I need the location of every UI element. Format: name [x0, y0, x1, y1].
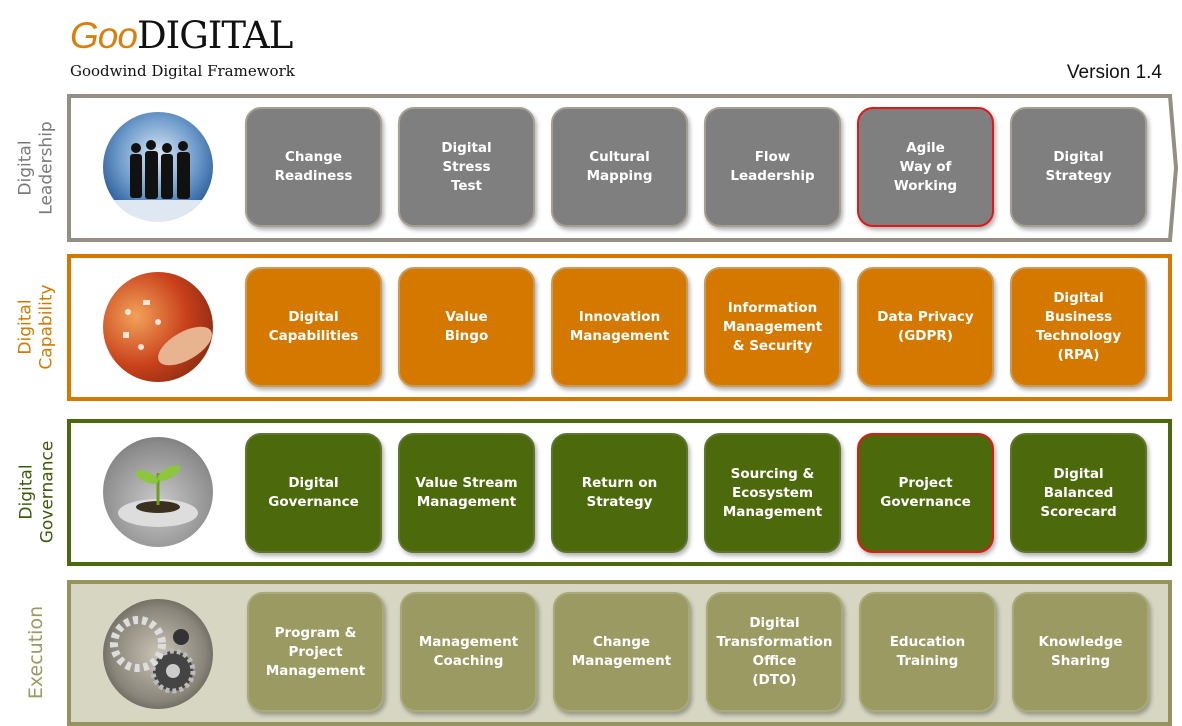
tile-value-stream-management[interactable]: Value Stream Management [398, 433, 535, 553]
row-digital-capability [67, 254, 1172, 401]
tile-agile-way-of-working[interactable]: Agile Way of Working [857, 107, 994, 227]
version-label: Version 1.4 [1066, 62, 1162, 83]
chevron-edge [1164, 94, 1179, 242]
tile-return-on-strategy[interactable]: Return on Strategy [551, 433, 688, 553]
tile-change-management[interactable]: Change Management [553, 592, 690, 712]
row-label-text: Digital Capability [16, 284, 57, 370]
plant-icon [118, 465, 198, 527]
tile-digital-transformation-office[interactable]: Digital Transformation Office (DTO) [706, 592, 843, 712]
tile-information-management-security[interactable]: Information Management & Security [704, 267, 841, 387]
row-label-capability: Digital Capability [12, 254, 62, 400]
gears-icon [110, 616, 196, 694]
tile-change-readiness[interactable]: Change Readiness [245, 107, 382, 227]
implementation-gears-image [103, 599, 213, 709]
tile-management-coaching[interactable]: Management Coaching [400, 592, 537, 712]
tile-flow-leadership[interactable]: Flow Leadership [704, 107, 841, 227]
tile-knowledge-sharing[interactable]: Knowledge Sharing [1012, 592, 1149, 712]
goodigital-logo: GooDIGITAL [70, 14, 293, 57]
tile-digital-capabilities[interactable]: Digital Capabilities [245, 267, 382, 387]
tile-digital-governance[interactable]: Digital Governance [245, 433, 382, 553]
tile-digital-strategy[interactable]: Digital Strategy [1010, 107, 1147, 227]
row-label-text: Execution [25, 605, 48, 700]
row-label-text: Digital Leadership [16, 120, 57, 215]
hand-icon [123, 300, 212, 366]
tile-digital-stress-test[interactable]: Digital Stress Test [398, 107, 535, 227]
tile-sourcing-ecosystem-management[interactable]: Sourcing & Ecosystem Management [704, 433, 841, 553]
row-digital-leadership [67, 94, 1179, 242]
tile-digital-balanced-scorecard[interactable]: Digital Balanced Scorecard [1010, 433, 1147, 553]
tile-data-privacy-gdpr[interactable]: Data Privacy (GDPR) [857, 267, 994, 387]
tile-project-governance[interactable]: Project Governance [857, 433, 994, 553]
row-label-governance: Digital Governance [12, 419, 62, 565]
plant-in-hands-image [103, 437, 213, 547]
row-label-text: Digital Governance [16, 440, 57, 544]
business-people-globe-image [103, 112, 213, 222]
row-digital-governance [67, 419, 1172, 566]
tile-digital-business-technology[interactable]: Digital Business Technology (RPA) [1010, 267, 1147, 387]
tile-program-project-management[interactable]: Program & Project Management [247, 592, 384, 712]
row-label-execution: Execution [12, 580, 62, 725]
logo-goo: Goo [70, 15, 138, 56]
framework-subtitle: Goodwind Digital Framework [70, 62, 295, 80]
tile-innovation-management[interactable]: Innovation Management [551, 267, 688, 387]
row-label-leadership: Digital Leadership [12, 94, 62, 241]
tile-education-training[interactable]: Education Training [859, 592, 996, 712]
people-silhouette-icon [103, 140, 213, 222]
digital-icons-hand-image [103, 272, 213, 382]
tile-cultural-mapping[interactable]: Cultural Mapping [551, 107, 688, 227]
tile-value-bingo[interactable]: Value Bingo [398, 267, 535, 387]
logo-digital: DIGITAL [136, 14, 293, 57]
